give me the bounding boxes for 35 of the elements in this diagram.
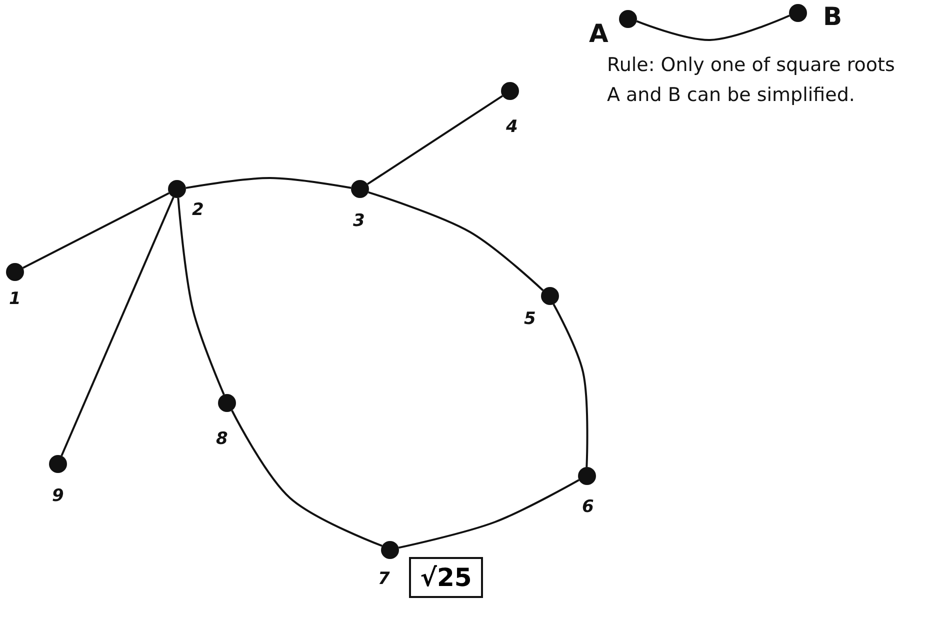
point-dot: [789, 4, 807, 22]
point-number: 1: [9, 289, 21, 309]
point-dot: [541, 287, 559, 305]
point-number: 7: [378, 569, 390, 589]
point-dot: [501, 82, 519, 100]
connector-line: [186, 177, 352, 189]
point-number: 8: [216, 429, 228, 449]
connector-line: [22, 192, 170, 269]
point-dot: [351, 180, 369, 198]
connector-line: [398, 479, 580, 549]
connector-line: [231, 410, 382, 547]
point-number: 9: [52, 486, 64, 506]
expression-text: √25: [420, 563, 472, 592]
expression-box: [409, 557, 483, 598]
connector-line: [366, 95, 504, 185]
point-dot: [6, 263, 24, 281]
point-dot: [218, 394, 236, 412]
point-dot: [381, 541, 399, 559]
point-number: 2: [192, 200, 204, 220]
connector-line: [177, 198, 225, 395]
connector-line: [60, 196, 174, 456]
point-dot: [578, 467, 596, 485]
connector-line: [552, 304, 588, 468]
point-letter: B: [823, 2, 842, 31]
connector-line: [636, 14, 790, 41]
point-number: 6: [582, 497, 594, 517]
point-dot: [168, 180, 186, 198]
point-number: 5: [524, 309, 536, 329]
point-letter: A: [589, 19, 608, 48]
point-dot: [49, 455, 67, 473]
connector-line: [368, 191, 544, 292]
point-dot: [619, 10, 637, 28]
rule-note: Rule: Only one of square roots A and B can be simplified.: [607, 53, 896, 108]
point-number: 3: [353, 211, 365, 231]
point-number: 4: [506, 117, 518, 137]
